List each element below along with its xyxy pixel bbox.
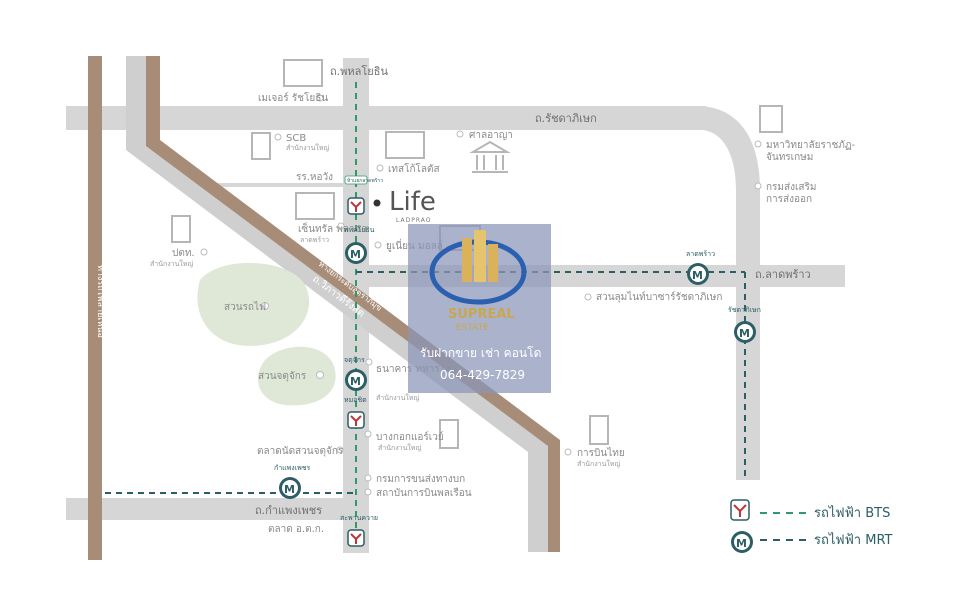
- landmark-lotus: เทสโก้โลตัส: [388, 162, 440, 175]
- building-icon: [283, 59, 323, 87]
- building-icon: [759, 105, 783, 133]
- landmark-major: เมเจอร์ รัชโยธิน: [258, 91, 328, 104]
- watermark-logo-top: SUPREAL: [448, 307, 515, 322]
- building-icon: [171, 215, 191, 243]
- landmark-market: ตลาดนัดสวนจตุจักร: [257, 446, 344, 457]
- road-label-ladprao: ถ.ลาดพร้าว: [755, 268, 811, 281]
- station-label-mrt-ratchada: รัชดาภิเษก: [728, 306, 761, 314]
- park-rotfai-label: สวนรถไฟ: [224, 301, 266, 313]
- svg-text:M: M: [284, 483, 295, 496]
- landmark-tmb-sub: สำนักงานใหญ่: [376, 393, 419, 402]
- watermark-line2: 064-429-7829: [440, 368, 525, 382]
- svg-text:M: M: [736, 537, 747, 550]
- mrt-icon: M: [345, 369, 367, 391]
- bts-icon: [347, 529, 365, 547]
- landmark-univ-1: มหาวิทยาลัยราชภัฏ-: [766, 140, 856, 151]
- station-label-mrt-chatuchak: จตุจักร: [344, 356, 365, 364]
- road-label-kamphaeng: ถ.กำแพงเพชร: [255, 504, 322, 517]
- landmark-dlt: กรมการขนส่งทางบก: [376, 474, 465, 485]
- park-chatuchak-dot: [316, 371, 324, 379]
- mrt-icon: M: [687, 263, 709, 285]
- watermark-line1: รับฝากขาย เช่า คอนโด: [420, 346, 541, 360]
- building-icon: [295, 192, 335, 220]
- landmark-central-sub: ลาดพร้าว: [300, 236, 329, 244]
- landmark-ortorkor: ตลาด อ.ต.ก.: [268, 524, 324, 535]
- landmark-bangkok-airways-sub: สำนักงานใหญ่: [378, 443, 421, 452]
- railway: [88, 56, 560, 560]
- park-chatuchak: [257, 346, 336, 406]
- landmark-thai-sub: สำนักงานใหญ่: [577, 459, 620, 468]
- watermark-logo-icon: [429, 230, 527, 305]
- project-dot: [373, 199, 381, 207]
- station-label-mrt-ladprao: ลาดพร้าว: [686, 250, 715, 258]
- road-label-ratchada: ถ.รัชดาภิเษก: [535, 112, 597, 125]
- road-ratchada-top: [66, 106, 706, 130]
- svg-text:M: M: [692, 269, 703, 282]
- project-name: Life: [389, 187, 436, 217]
- rail-north: [88, 56, 102, 560]
- landmark-bangkok-airways: บางกอกแอร์เวย์: [376, 431, 444, 443]
- landmark-export-2: การส่งออก: [766, 194, 812, 205]
- legend: รถไฟฟ้า BTS M รถไฟฟ้า MRT: [730, 499, 893, 553]
- station-label-bts-mochit: หมอชิต: [344, 396, 367, 404]
- svg-text:M: M: [350, 248, 361, 261]
- landmark-horwang: รร.หอวัง: [296, 172, 333, 183]
- station-label-bts-ha-yaek: ห้าแยกลาดพร้าว: [347, 177, 383, 184]
- legend-bts-icon: [730, 499, 750, 521]
- project-sub: LADPRAO: [396, 217, 431, 224]
- road-vibhavadi: [126, 56, 548, 552]
- landmark-central: เซ็นทรัล พลาซา: [298, 221, 367, 235]
- road-label-phahon: ถ.พหลโยธิน: [330, 64, 388, 78]
- mrt-icon: M: [345, 242, 367, 264]
- park-rotfai: [197, 262, 310, 346]
- station-label-mrt-phahon: พหลโยธิน: [344, 225, 375, 234]
- building-icon: [589, 415, 609, 445]
- park-rotfai-dot: [261, 302, 269, 310]
- watermark: SUPREAL ESTATE รับฝากขาย เช่า คอนโด 064-…: [408, 224, 551, 393]
- park-chatuchak-label: สวนจตุจักร: [258, 371, 307, 382]
- building-icon: [251, 132, 271, 160]
- watermark-logo-text: ESTATE: [456, 323, 489, 333]
- road-label-rail: ทางรถไฟสายเหนือ: [95, 265, 106, 338]
- landmark-scb-sub: สำนักงานใหญ่: [286, 143, 329, 152]
- mrt-icon: M: [279, 477, 301, 499]
- landmark-export-1: กรมส่งเสริม: [766, 182, 817, 193]
- transit-lines: [105, 82, 746, 540]
- landmark-aviation: สถาบันการบินพลเรือน: [376, 487, 472, 499]
- legend-mrt-label: รถไฟฟ้า MRT: [814, 532, 893, 548]
- svg-text:M: M: [739, 327, 750, 340]
- station-label-bts-saphan: สะพานควาย: [340, 514, 378, 522]
- svg-text:M: M: [350, 375, 361, 388]
- landmark-univ-2: จันทรเกษม: [766, 152, 813, 163]
- road-kamphaeng: [66, 498, 369, 520]
- legend-bts-label: รถไฟฟ้า BTS: [814, 505, 890, 521]
- mrt-icon: M: [731, 531, 753, 553]
- landmark-thai: การบินไทย: [577, 447, 625, 459]
- building-icon: [439, 419, 459, 449]
- landmark-court: ศาลอาญา: [469, 130, 513, 141]
- stations: ห้าแยกลาดพร้าว พหลโยธิน M จตุจักร M หมอช…: [274, 175, 761, 547]
- landmark-park3: สวนลุมไนท์บาซาร์รัชดาภิเษก: [596, 291, 722, 303]
- mrt-icon: M: [734, 321, 756, 343]
- landmark-ptt: ปตท.: [172, 248, 195, 259]
- road-horwang: [188, 183, 348, 187]
- landmark-ptt-sub: สำนักงานใหญ่: [150, 259, 193, 268]
- court-icon: [469, 140, 511, 173]
- landmark-scb: SCB: [286, 133, 306, 144]
- bts-icon: [347, 411, 365, 429]
- bts-icon: [347, 197, 365, 215]
- station-label-mrt-kamphaeng: กำแพงเพชร: [274, 464, 310, 472]
- building-icon: [385, 131, 425, 159]
